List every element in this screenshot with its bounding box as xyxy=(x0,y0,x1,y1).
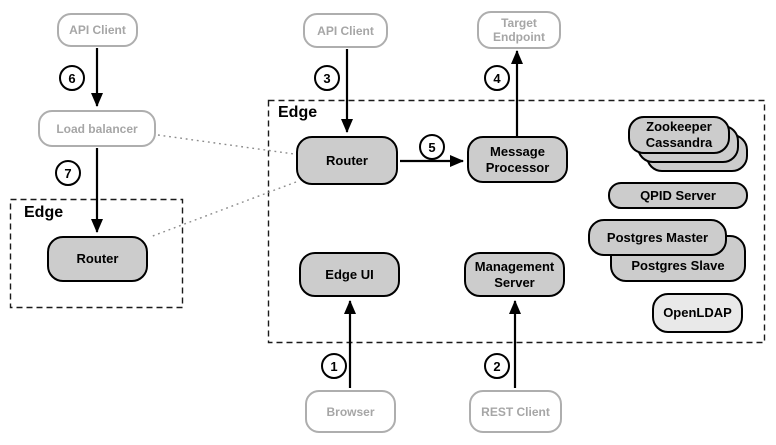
step-number: 7 xyxy=(64,165,72,181)
step-number: 1 xyxy=(330,358,338,374)
node-label: Load balancer xyxy=(56,121,138,136)
dotted-link-load-balancer-to-main-router xyxy=(157,134,295,155)
node-label: Browser xyxy=(326,404,375,419)
step-badge-5: 5 xyxy=(419,134,445,160)
node-message-processor: Message Processor xyxy=(467,136,568,183)
step-number: 4 xyxy=(493,70,501,86)
main-edge-region-label: Edge xyxy=(278,104,318,121)
node-target-endpoint: Target Endpoint xyxy=(477,11,561,49)
node-label: Router xyxy=(326,152,368,168)
node-label-line2: Cassandra xyxy=(645,135,713,150)
step-number: 3 xyxy=(323,70,331,86)
node-label: Postgres Slave xyxy=(631,258,725,273)
node-management-server: Management Server xyxy=(464,252,565,297)
node-label: OpenLDAP xyxy=(663,305,732,320)
node-openldap: OpenLDAP xyxy=(652,293,743,333)
node-label-line1: Message xyxy=(490,143,545,159)
node-label-line1: Target xyxy=(501,16,537,30)
node-zookeeper-cassandra: Zookeeper Cassandra xyxy=(628,116,730,154)
node-browser: Browser xyxy=(305,390,396,433)
node-router-main: Router xyxy=(296,136,398,185)
dotted-link-main-router-to-left-router xyxy=(149,181,297,238)
node-label-line2: Endpoint xyxy=(493,30,545,44)
node-label-line1: Management xyxy=(474,258,555,274)
node-api-client-center: API Client xyxy=(303,13,388,48)
node-label-line1: Zookeeper xyxy=(646,119,712,134)
node-label: Router xyxy=(76,251,119,266)
step-number: 6 xyxy=(68,70,76,86)
node-api-client-left: API Client xyxy=(57,13,138,47)
node-label: QPID Server xyxy=(640,187,716,203)
node-label: Postgres Master xyxy=(606,229,709,245)
node-router-left: Router xyxy=(47,236,148,282)
node-label: API Client xyxy=(69,23,126,37)
node-label-line2: Processor xyxy=(485,159,550,175)
node-load-balancer: Load balancer xyxy=(38,110,156,147)
step-number: 2 xyxy=(493,358,501,374)
node-label: API Client xyxy=(317,23,374,38)
step-badge-4: 4 xyxy=(484,65,510,91)
step-badge-1: 1 xyxy=(321,353,347,379)
node-label: REST Client xyxy=(481,404,550,419)
node-rest-client: REST Client xyxy=(469,390,562,433)
step-badge-7: 7 xyxy=(55,160,81,186)
main-edge-region-border xyxy=(267,99,766,344)
left-edge-region-label: Edge xyxy=(24,204,64,221)
node-qpid-server: QPID Server xyxy=(608,182,748,209)
node-label-line2: Server xyxy=(494,274,535,290)
node-postgres-master: Postgres Master xyxy=(588,219,727,256)
step-badge-2: 2 xyxy=(484,353,510,379)
node-label: Edge UI xyxy=(325,266,374,282)
step-badge-3: 3 xyxy=(314,65,340,91)
step-number: 5 xyxy=(428,139,436,155)
step-badge-6: 6 xyxy=(59,65,85,91)
node-edge-ui: Edge UI xyxy=(299,252,400,297)
